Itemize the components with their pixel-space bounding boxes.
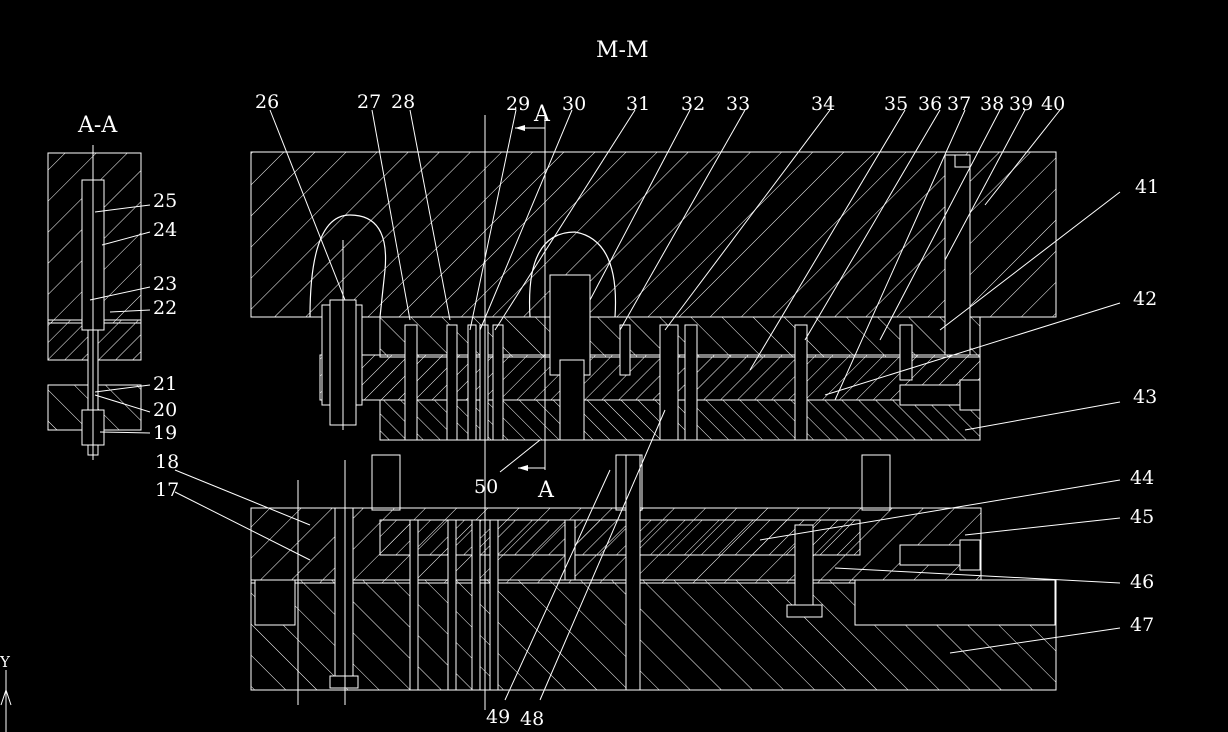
callout-37: 37 <box>947 93 971 115</box>
callout-29: 29 <box>506 93 530 115</box>
callout-41: 41 <box>1135 176 1159 198</box>
section-title-mm: M-M <box>596 38 649 63</box>
leader-lines <box>89 109 1121 701</box>
callout-17: 17 <box>155 479 179 501</box>
callout-20: 20 <box>153 399 177 421</box>
callout-46: 46 <box>1130 571 1154 593</box>
callout-32: 32 <box>681 93 705 115</box>
callout-50: 50 <box>474 476 498 498</box>
callout-30: 30 <box>562 93 586 115</box>
callout-47: 47 <box>1130 614 1154 636</box>
callout-26: 26 <box>255 91 279 113</box>
callout-24: 24 <box>153 219 177 241</box>
cut-marker-bottom: A <box>537 478 555 503</box>
callout-40: 40 <box>1041 93 1065 115</box>
callout-44: 44 <box>1130 467 1154 489</box>
callout-49: 49 <box>486 706 510 728</box>
callouts-left-main: 18 17 <box>155 451 179 501</box>
punch-holder-plate <box>319 354 981 401</box>
callout-18: 18 <box>155 451 179 473</box>
callout-34: 34 <box>811 93 835 115</box>
callout-31: 31 <box>626 93 650 115</box>
callout-19: 19 <box>153 422 177 444</box>
axis-label-y: Y <box>0 653 11 671</box>
callout-38: 38 <box>980 93 1004 115</box>
axis-icon: Y <box>0 653 12 732</box>
callout-39: 39 <box>1009 93 1033 115</box>
callout-22: 22 <box>153 297 177 319</box>
callout-25: 25 <box>153 190 177 212</box>
callout-43: 43 <box>1133 386 1157 408</box>
callout-28: 28 <box>391 91 415 113</box>
callouts-top: 26 27 28 29 30 31 32 33 34 35 36 37 38 3… <box>255 91 1065 115</box>
callout-33: 33 <box>726 93 750 115</box>
callouts-right: 41 42 43 44 45 46 47 <box>1130 176 1159 636</box>
section-title-aa: A-A <box>77 113 118 138</box>
callout-45: 45 <box>1130 506 1154 528</box>
callout-42: 42 <box>1133 288 1157 310</box>
punch-group <box>404 324 913 441</box>
callout-21: 21 <box>153 373 177 395</box>
main-assembly <box>250 115 1057 710</box>
callout-36: 36 <box>918 93 942 115</box>
callout-48: 48 <box>520 708 544 730</box>
callouts-bottom: 49 48 50 <box>474 476 544 730</box>
callout-27: 27 <box>357 91 381 113</box>
callout-23: 23 <box>153 273 177 295</box>
cut-marker-top: A <box>533 102 551 127</box>
callout-35: 35 <box>884 93 908 115</box>
callouts-left-detail: 25 24 23 22 21 20 19 <box>153 190 177 444</box>
detail-section-aa <box>47 145 142 460</box>
